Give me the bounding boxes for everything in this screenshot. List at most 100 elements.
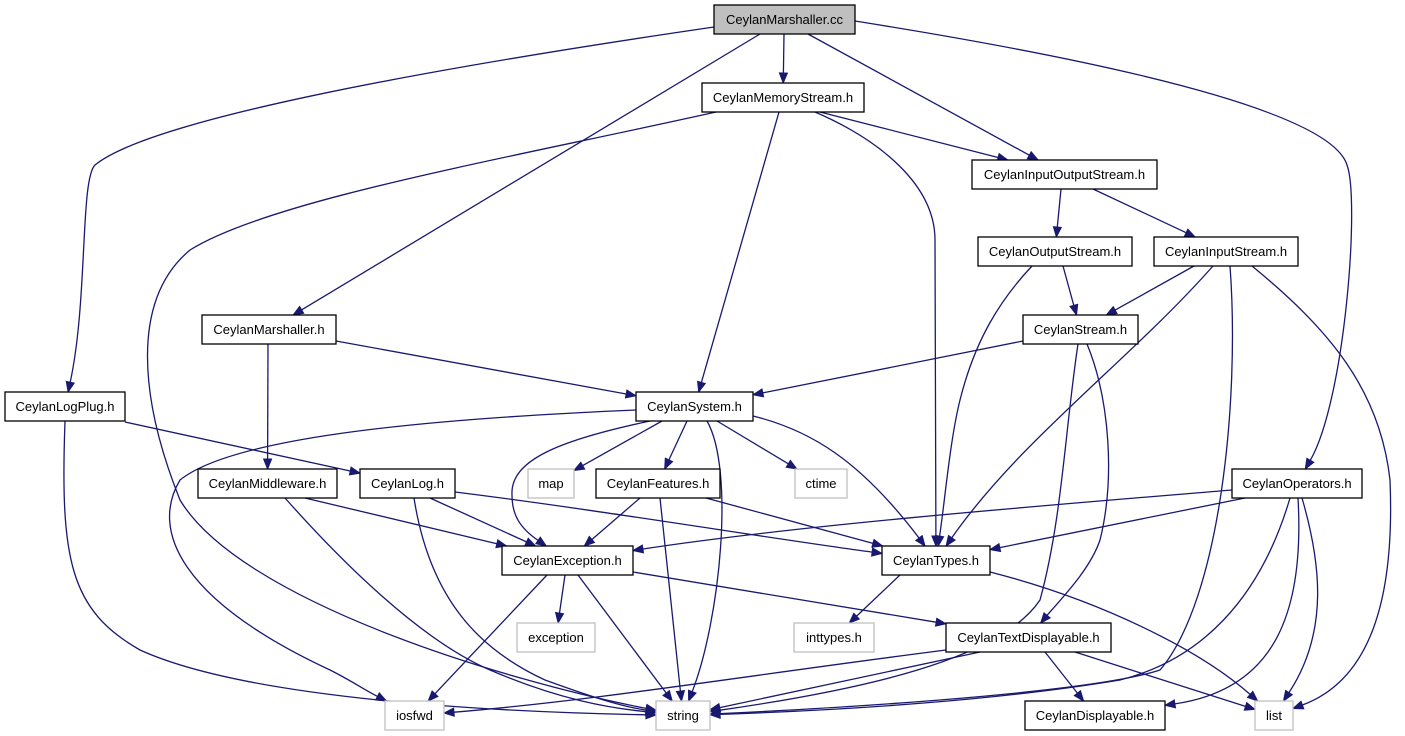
arrowhead-inputstream_h-to-types_h bbox=[945, 534, 956, 548]
node-outputstream-h[interactable]: CeylanOutputStream.h bbox=[977, 236, 1133, 267]
node-box bbox=[701, 82, 865, 113]
node-marshaller-h[interactable]: CeylanMarshaller.h bbox=[201, 314, 337, 345]
edge-marshaller_cc-to-marshaller_h bbox=[301, 33, 761, 311]
node-memorystream-h[interactable]: CeylanMemoryStream.h bbox=[701, 82, 865, 113]
node-operators-h[interactable]: CeylanOperators.h bbox=[1231, 468, 1363, 499]
node-features-h[interactable]: CeylanFeatures.h bbox=[595, 468, 721, 499]
node-exception: exception bbox=[516, 622, 596, 653]
node-label: exception bbox=[528, 630, 584, 645]
node-label: CeylanMiddleware.h bbox=[209, 476, 327, 491]
node-textdisplayable-h[interactable]: CeylanTextDisplayable.h bbox=[945, 622, 1112, 653]
node-label: CeylanInputStream.h bbox=[1165, 244, 1287, 259]
node-system-h[interactable]: CeylanSystem.h bbox=[635, 391, 754, 422]
edge-middleware_h-to-exception_h bbox=[304, 497, 498, 545]
node-label: CeylanFeatures.h bbox=[607, 476, 710, 491]
arrowhead-system_h-to-iosfwd bbox=[374, 692, 388, 702]
edge-features_h-to-exception_h bbox=[591, 497, 641, 540]
node-box bbox=[384, 700, 445, 731]
node-label: map bbox=[538, 476, 563, 491]
arrowhead-exception_h-to-iosfwd bbox=[427, 690, 439, 702]
node-inttypes-h: inttypes.h bbox=[793, 622, 875, 653]
node-middleware-h[interactable]: CeylanMiddleware.h bbox=[197, 468, 338, 499]
edge-memorystream_h-to-types_h bbox=[814, 111, 937, 537]
edge-inputoutputstream_h-to-outputstream_h bbox=[1056, 188, 1062, 228]
edge-log_h-to-types_h bbox=[454, 491, 873, 553]
edge-middleware_h-to-string bbox=[284, 497, 647, 713]
node-exception-h[interactable]: CeylanException.h bbox=[501, 545, 634, 576]
edge-stream_h-to-textdisplayable_h bbox=[1046, 343, 1110, 616]
node-label: CeylanLog.h bbox=[371, 476, 444, 491]
node-box bbox=[1022, 314, 1139, 345]
edge-exception_h-to-iosfwd bbox=[434, 574, 548, 695]
edge-operators_h-to-types_h bbox=[999, 497, 1246, 549]
arrowhead-system_h-to-ctime bbox=[785, 459, 799, 470]
arrowhead-memorystream_h-to-system_h bbox=[697, 380, 707, 394]
arrowhead-inputoutputstream_h-to-inputstream_h bbox=[1183, 228, 1197, 238]
edge-operators_h-to-exception_h bbox=[642, 489, 1233, 550]
node-stream-h[interactable]: CeylanStream.h bbox=[1022, 314, 1139, 345]
arrowhead-exception_h-to-exception bbox=[554, 611, 565, 625]
edge-inputoutputstream_h-to-inputstream_h bbox=[1092, 188, 1187, 234]
edge-types_h-to-inttypes_h bbox=[856, 574, 901, 617]
arrowhead-system_h-to-types_h bbox=[914, 534, 926, 548]
node-label: CeylanMarshaller.h bbox=[213, 322, 324, 337]
arrowhead-marshaller_cc-to-operators_h bbox=[1304, 457, 1315, 471]
edges-layer bbox=[63, 20, 1392, 720]
node-label: CeylanOutputStream.h bbox=[989, 244, 1121, 259]
node-iosfwd: iosfwd bbox=[384, 700, 445, 731]
edge-exception_h-to-textdisplayable_h bbox=[632, 571, 937, 623]
node-string: string bbox=[655, 700, 711, 731]
edge-types_h-to-list bbox=[989, 571, 1251, 695]
arrowhead-exception_h-to-textdisplayable_h bbox=[934, 617, 948, 627]
node-label: list bbox=[1266, 708, 1282, 723]
edge-logplug_h-to-string bbox=[63, 420, 647, 716]
edge-system_h-to-ctime bbox=[716, 420, 789, 465]
node-box bbox=[1024, 700, 1166, 731]
node-logplug-h[interactable]: CeylanLogPlug.h bbox=[4, 391, 126, 422]
node-box bbox=[713, 4, 856, 35]
arrowhead-marshaller_cc-to-logplug_h bbox=[65, 380, 76, 394]
node-box bbox=[201, 314, 337, 345]
node-box bbox=[635, 391, 754, 422]
node-log-h[interactable]: CeylanLog.h bbox=[359, 468, 456, 499]
node-box bbox=[516, 622, 596, 653]
node-label: CeylanMemoryStream.h bbox=[713, 90, 853, 105]
edge-marshaller_cc-to-operators_h bbox=[854, 20, 1353, 461]
arrowhead-textdisplayable_h-to-list bbox=[1243, 701, 1257, 711]
arrowhead-textdisplayable_h-to-string bbox=[708, 702, 722, 713]
arrowhead-system_h-to-string bbox=[687, 689, 697, 703]
node-box bbox=[1153, 236, 1299, 267]
arrowhead-marshaller_cc-to-inputoutputstream_h bbox=[1026, 150, 1040, 161]
node-inputstream-h[interactable]: CeylanInputStream.h bbox=[1153, 236, 1299, 267]
arrowhead-operators_h-to-string bbox=[708, 709, 721, 720]
edge-textdisplayable_h-to-iosfwd bbox=[453, 649, 947, 713]
node-box bbox=[527, 468, 575, 499]
node-label: CeylanOperators.h bbox=[1242, 476, 1351, 491]
edge-outputstream_h-to-stream_h bbox=[1062, 265, 1075, 306]
arrowhead-operators_h-to-types_h bbox=[988, 542, 1002, 553]
arrowhead-features_h-to-types_h bbox=[871, 538, 884, 548]
node-box bbox=[501, 545, 634, 576]
node-inputoutputstream-h[interactable]: CeylanInputOutputStream.h bbox=[971, 159, 1158, 190]
edge-marshaller_cc-to-logplug_h bbox=[69, 26, 715, 383]
edge-logplug_h-to-log_h bbox=[124, 421, 351, 472]
edge-inputstream_h-to-string bbox=[719, 265, 1234, 715]
node-ctime: ctime bbox=[794, 468, 848, 499]
arrowhead-marshaller_cc-to-marshaller_h bbox=[291, 305, 305, 316]
node-label: CeylanException.h bbox=[513, 553, 621, 568]
node-label: CeylanTextDisplayable.h bbox=[957, 630, 1099, 645]
edge-outputstream_h-to-types_h bbox=[938, 265, 1033, 537]
node-box bbox=[1231, 468, 1363, 499]
edge-textdisplayable_h-to-string bbox=[719, 651, 981, 709]
node-displayable-h[interactable]: CeylanDisplayable.h bbox=[1024, 700, 1166, 731]
node-box bbox=[4, 391, 126, 422]
node-box bbox=[971, 159, 1158, 190]
edge-memorystream_h-to-string bbox=[146, 111, 717, 710]
node-box bbox=[595, 468, 721, 499]
arrowhead-types_h-to-inttypes_h bbox=[848, 612, 861, 624]
edge-exception_h-to-string bbox=[577, 574, 667, 694]
edge-stream_h-to-system_h bbox=[762, 340, 1024, 394]
node-types-h[interactable]: CeylanTypes.h bbox=[881, 545, 991, 576]
edge-log_h-to-exception_h bbox=[429, 497, 527, 543]
edge-memorystream_h-to-system_h bbox=[700, 111, 780, 383]
